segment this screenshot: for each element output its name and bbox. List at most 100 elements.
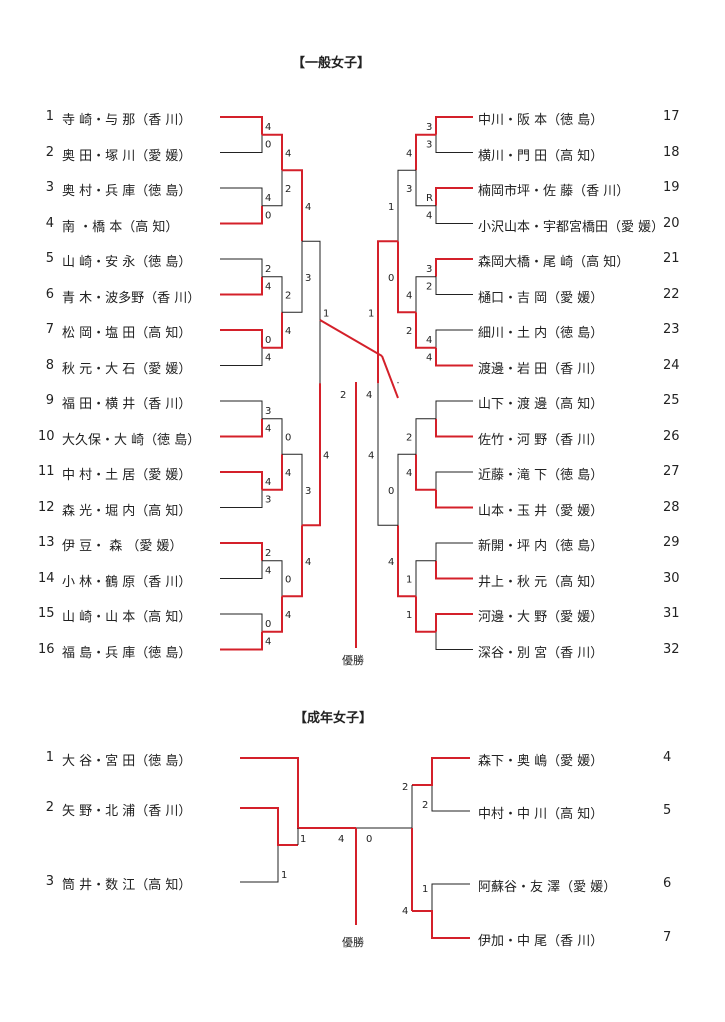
general-title: 【一般女子】	[292, 56, 371, 71]
bracket-line	[377, 383, 398, 526]
team-name: 大久保・大 崎（徳 島）	[62, 432, 201, 448]
seed-number: 6	[45, 286, 54, 302]
winner-line	[412, 910, 470, 939]
winner-line	[435, 116, 473, 135]
score-label: 2	[265, 548, 271, 559]
bracket-line	[435, 329, 473, 348]
winner-line	[302, 383, 321, 527]
score-label: 4	[323, 450, 329, 461]
bracket-line	[435, 542, 473, 561]
score-label: 4	[305, 202, 311, 213]
bracket-line	[220, 613, 263, 632]
score-label: 3	[305, 273, 311, 284]
bracket-line	[220, 560, 263, 579]
seed-number: 30	[663, 570, 680, 586]
team-name: 筒 井・数 江（高 知）	[62, 878, 192, 893]
seed-number: 12	[38, 499, 55, 515]
score-label: 1	[388, 202, 394, 213]
score-label: 4	[265, 122, 271, 133]
team-name: 細川・土 内（徳 島）	[478, 326, 604, 341]
score-label: 3	[426, 264, 432, 275]
winner-line	[435, 187, 473, 206]
score-label: 3	[426, 140, 432, 151]
team-name: 小沢山本・宇都宮橋田（愛 媛）	[478, 219, 665, 235]
team-name: 中川・阪 本（徳 島）	[478, 113, 604, 128]
score-label: 4	[426, 335, 432, 346]
bracket-line	[397, 169, 416, 242]
seed-number: 3	[45, 874, 54, 889]
score-label: 2	[265, 264, 271, 275]
seed-number: 2	[45, 800, 54, 815]
bracket-line	[435, 276, 473, 295]
score-label: 4	[366, 390, 372, 401]
champion-label: 優勝	[342, 935, 364, 949]
seed-number: 16	[38, 641, 55, 657]
seed-number: 25	[663, 393, 680, 408]
team-name: 大 谷・宮 田（徳 島）	[62, 754, 192, 769]
score-label: 4	[265, 477, 271, 488]
score-label: 4	[265, 353, 271, 364]
winner-line	[220, 631, 263, 651]
team-name: 山 崎・安 永（徳 島）	[62, 255, 192, 270]
winner-line	[262, 312, 283, 349]
winner-line	[381, 355, 399, 399]
bracket-line	[302, 240, 321, 384]
score-label: 4	[406, 291, 412, 302]
team-name: 福 島・兵 庫（徳 島）	[62, 645, 192, 661]
seed-number: 7	[663, 930, 672, 945]
bracket-line	[282, 241, 303, 313]
winner-line	[435, 418, 473, 438]
seed-number: 6	[663, 876, 672, 891]
seed-number: 1	[45, 750, 54, 765]
seed-number: 4	[663, 750, 672, 765]
score-label: 2	[340, 390, 346, 401]
bracket-line	[415, 276, 436, 313]
team-name: 松 岡・塩 田（高 知）	[62, 326, 192, 341]
bracket-line	[220, 400, 263, 419]
score-label: 4	[265, 424, 271, 435]
team-name: 森 光・堀 内（高 知）	[62, 503, 192, 519]
winner-line	[415, 596, 436, 633]
score-label: 1	[406, 575, 412, 586]
team-name: 奥 田・塚 川（愛 媛）	[62, 148, 192, 164]
score-label: 2	[285, 291, 291, 302]
score-label: 4	[426, 211, 432, 222]
team-name: 深谷・別 宮（香 川）	[478, 645, 604, 661]
champion-label: 優勝	[342, 653, 364, 667]
seed-number: 20	[663, 215, 680, 231]
team-name: 河邊・大 野（愛 媛）	[478, 610, 604, 625]
score-label: 4	[305, 557, 311, 568]
seed-number: 13	[38, 535, 55, 550]
team-name: 近藤・滝 下（徳 島）	[478, 468, 604, 483]
score-label: 2	[285, 184, 291, 195]
winner-line	[220, 542, 263, 561]
score-label: 4	[406, 468, 412, 479]
bracket-line	[435, 205, 473, 224]
winner-line	[415, 312, 436, 349]
winner-line	[319, 319, 383, 357]
winner-line	[240, 757, 356, 829]
seed-number: 21	[663, 251, 680, 266]
winner-line	[415, 454, 436, 491]
score-label: 4	[338, 834, 344, 845]
bracket-line	[262, 560, 283, 597]
team-name: 福 田・横 井（香 川）	[62, 397, 192, 412]
score-label: 1	[300, 834, 306, 845]
bracket-line	[431, 785, 470, 812]
winner-line	[262, 454, 283, 491]
seed-number: 23	[663, 322, 680, 337]
score-label: 3	[265, 495, 271, 506]
seed-number: 10	[38, 428, 55, 444]
team-name: 寺 崎・与 那（香 川）	[62, 113, 192, 128]
team-name: 伊加・中 尾（香 川）	[478, 934, 604, 949]
bracket-line	[397, 453, 416, 526]
seed-number: 11	[38, 464, 55, 479]
score-label: 4	[285, 610, 291, 621]
bracket-line	[435, 134, 473, 153]
team-name: 伊 豆・ 森 （愛 媛）	[62, 539, 183, 554]
bracket-line	[262, 418, 283, 455]
score-label: 4	[285, 468, 291, 479]
winner-line	[435, 258, 473, 277]
bracket-line	[220, 347, 263, 366]
